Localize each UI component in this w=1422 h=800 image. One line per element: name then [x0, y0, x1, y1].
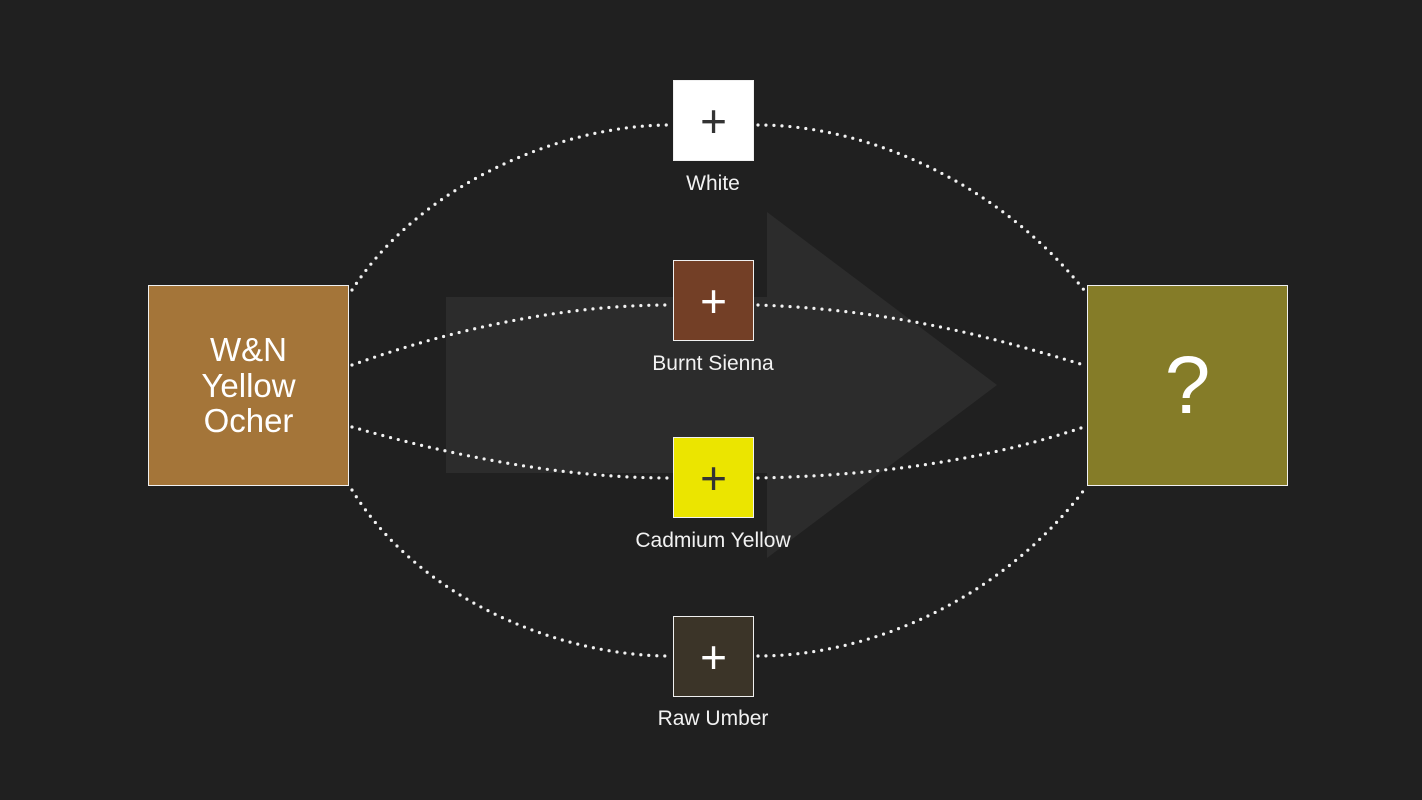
source-color-box: W&N Yellow Ocher [148, 285, 349, 486]
connector-burnt-sienna-left [350, 303, 672, 367]
plus-icon: + [700, 451, 727, 504]
source-label-line: Ocher [203, 402, 294, 440]
connector-burnt-sienna-right [756, 303, 1086, 367]
addition-label-burnt-sienna: Burnt Sienna [652, 352, 774, 375]
result-color-box: ? [1087, 285, 1288, 486]
addition-box-cadmium-yellow: + [673, 437, 754, 518]
result-question-mark: ? [1164, 339, 1211, 431]
connector-white-left [350, 123, 672, 292]
addition-box-raw-umber: + [673, 616, 754, 697]
addition-label-white: White [686, 172, 740, 195]
connector-cadmium-yellow-left [350, 425, 672, 480]
addition-box-burnt-sienna: + [673, 260, 754, 341]
addition-box-white: + [673, 80, 754, 161]
connector-raw-umber-left [350, 488, 672, 658]
plus-icon: + [700, 274, 727, 327]
background-arrow [446, 212, 997, 558]
connector-cadmium-yellow-right [756, 425, 1086, 480]
plus-icon: + [700, 94, 727, 147]
source-label-line: Yellow [201, 366, 296, 404]
source-label-line: W&N [210, 331, 287, 369]
addition-label-raw-umber: Raw Umber [657, 707, 769, 730]
addition-label-cadmium-yellow: Cadmium Yellow [635, 529, 791, 552]
plus-icon: + [700, 630, 727, 683]
